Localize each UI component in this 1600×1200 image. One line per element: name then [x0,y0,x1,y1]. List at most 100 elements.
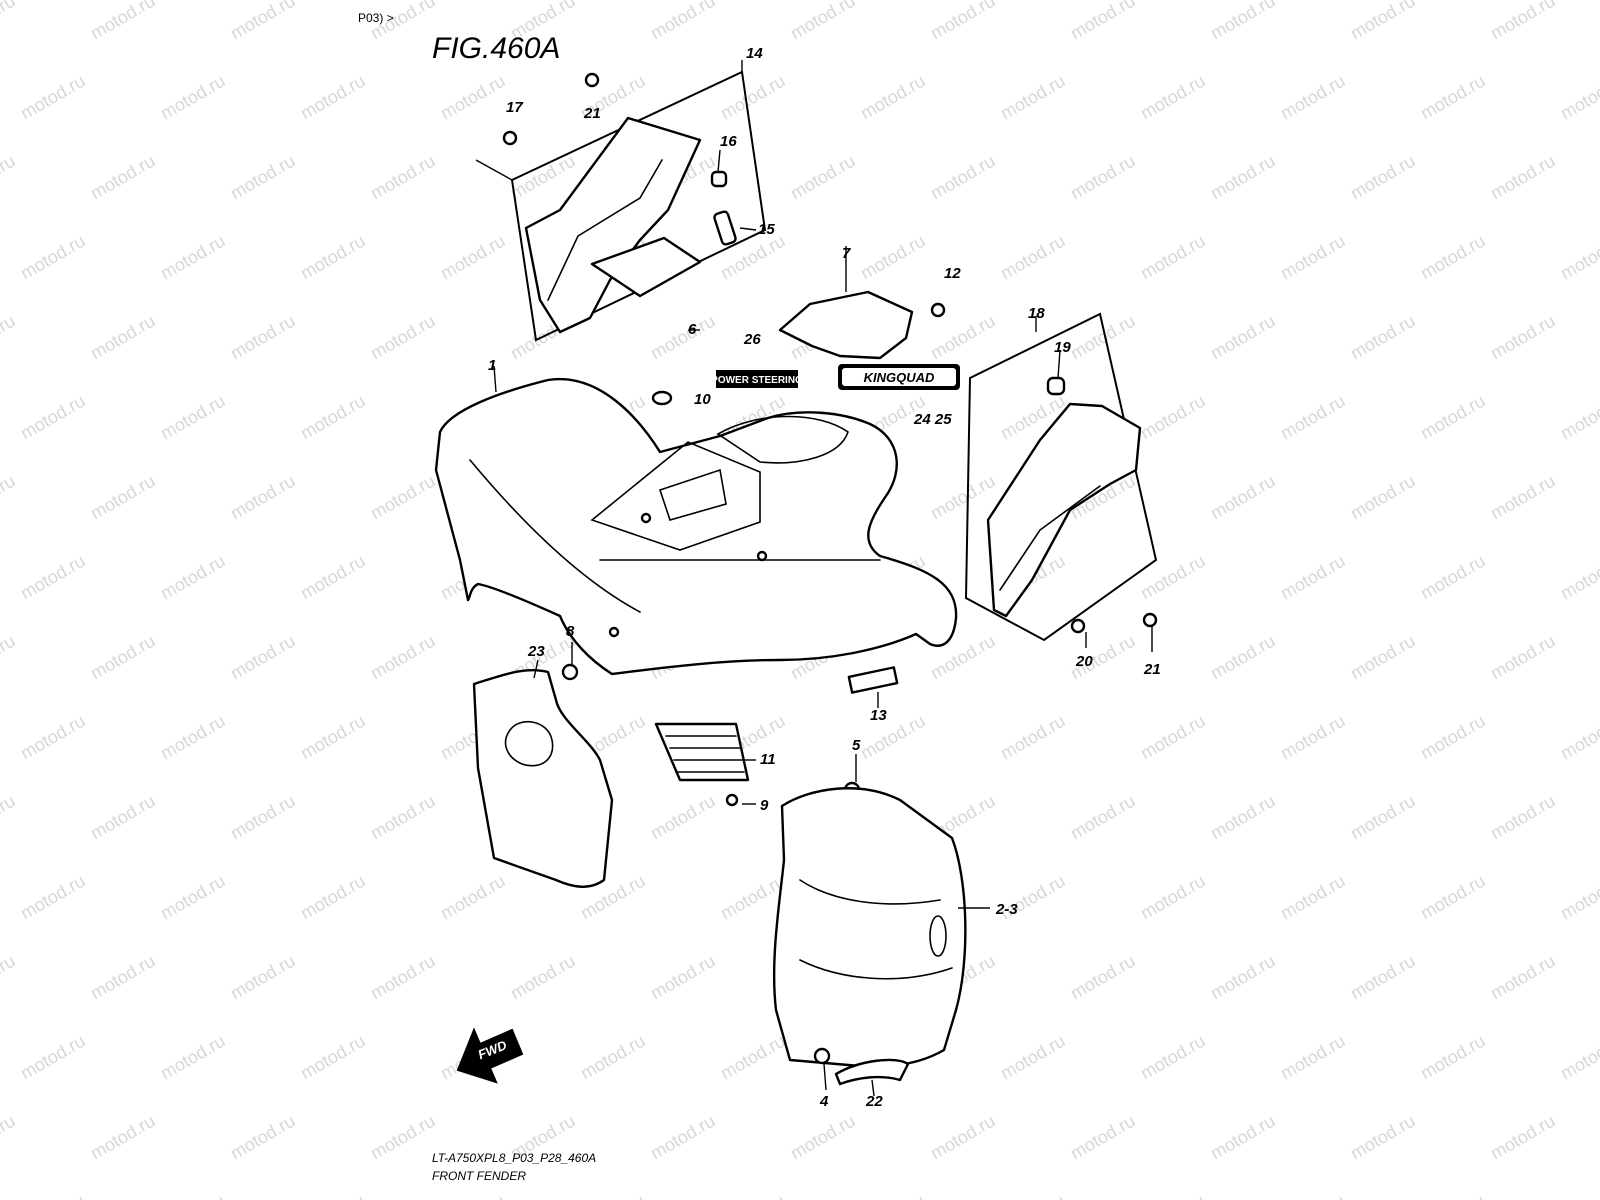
group-box-14 [510,70,767,342]
watermark-text: motod.ru [1557,231,1600,284]
screw-21-top [584,72,600,88]
watermark-text: motod.ru [787,1111,859,1164]
watermark-text: motod.ru [1557,871,1600,924]
watermark-text: motod.ru [1137,71,1209,124]
watermark-text: motod.ru [1487,631,1559,684]
watermark-text: motod.ru [647,0,719,43]
watermark-text: motod.ru [1137,231,1209,284]
watermark-text: motod.ru [997,231,1069,284]
callout-24-25: 24 25 [913,411,952,428]
watermark-text: motod.ru [17,711,89,764]
watermark-text: motod.ru [1207,1111,1279,1164]
watermark-text: motod.ru [1557,71,1600,124]
watermark-text: motod.ru [927,151,999,204]
cushion-10 [651,390,673,406]
decal-kingquad-text: KINGQUAD [864,370,935,385]
watermark-text: motod.ru [1137,551,1209,604]
watermark-text: motod.ru [1347,631,1419,684]
watermark-text: motod.ru [997,71,1069,124]
watermark-text: motod.ru [87,631,159,684]
callout-labels: 1 2-3 4 5 6 7 8 9 10 11 12 13 14 15 16 1… [488,45,1161,1110]
watermark-text: motod.ru [1557,1191,1600,1200]
callout-8: 8 [566,623,575,640]
watermark-text: motod.ru [1557,1031,1600,1084]
watermark-text: motod.ru [1417,1031,1489,1084]
front-fender-1 [434,365,958,676]
callout-21-top: 21 [583,105,601,122]
decal-power-steering-text: POWER STEERING [711,375,803,386]
screw-21-right [1142,612,1158,628]
callout-15: 15 [758,221,775,238]
cushion-15 [713,210,737,246]
leader-22 [871,1079,875,1097]
inner-panel-left [524,116,702,334]
callout-5: 5 [852,737,861,754]
watermark-text: motod.ru [647,311,719,364]
watermark-text: motod.ru [1277,1191,1349,1200]
watermark-text: motod.ru [87,1111,159,1164]
watermark-text: motod.ru [1417,871,1489,924]
leader-16 [717,149,721,173]
watermark-text: motod.ru [17,71,89,124]
watermark-text: motod.ru [367,791,439,844]
leader-4 [823,1063,827,1091]
watermark-text: motod.ru [927,1111,999,1164]
watermark-text: motod.ru [17,551,89,604]
watermark-text: motod.ru [157,1031,229,1084]
watermark-text: motod.ru [1557,711,1600,764]
inner-panel-left-detail [547,159,663,301]
watermark-text: motod.ru [437,1191,509,1200]
watermark-text: motod.ru [1277,391,1349,444]
watermark-text: motod.ru [0,151,19,204]
watermark-text: motod.ru [1347,151,1419,204]
decal-power-steering: POWER STEERING [711,370,803,388]
fender-side-contour [469,459,641,613]
watermark-text: motod.ru [577,1031,649,1084]
watermark-text: motod.ru [507,951,579,1004]
callout-13: 13 [870,707,887,724]
watermark-text: motod.ru [87,791,159,844]
watermark-text: motod.ru [367,631,439,684]
watermark-text: motod.ru [857,71,929,124]
bolt-4 [813,1047,831,1065]
watermark-text: motod.ru [17,231,89,284]
watermark-text: motod.ru [577,1191,649,1200]
watermark-text: motod.ru [17,391,89,444]
watermark-text: motod.ru [1417,391,1489,444]
fender-center-opening [658,468,727,521]
callout-4: 4 [819,1093,829,1110]
watermark-text: motod.ru [1487,0,1559,43]
watermark-text: motod.ru [87,471,159,524]
watermark-text: motod.ru [227,951,299,1004]
watermark-text: motod.ru [1137,1191,1209,1200]
watermark-text: motod.ru [1207,951,1279,1004]
watermark-text: motod.ru [297,711,369,764]
watermark-text: motod.ru [87,151,159,204]
watermark-text: motod.ru [1487,951,1559,1004]
callout-1: 1 [488,357,496,374]
watermark-text: motod.ru [1487,311,1559,364]
watermark-text: motod.ru [227,0,299,43]
watermark-text: motod.ru [927,471,999,524]
callout-6: 6 [688,321,697,338]
inner-fender-2-3 [772,787,967,1068]
watermark-text: motod.ru [227,471,299,524]
watermark-text: motod.ru [87,0,159,43]
watermark-text: motod.ru [1557,391,1600,444]
fender-center-recess [590,441,761,551]
watermark-text: motod.ru [1347,1111,1419,1164]
watermark-text: motod.ru [437,871,509,924]
callout-20: 20 [1075,653,1093,670]
watermark-text: motod.ru [647,791,719,844]
watermark-text: motod.ru [297,231,369,284]
grommet-19 [1046,376,1066,396]
watermark-text: motod.ru [1347,791,1419,844]
watermark-text: motod.ru [857,231,929,284]
watermark-text: motod.ru [17,1031,89,1084]
watermark-text: motod.ru [297,1031,369,1084]
watermark-text: motod.ru [1417,71,1489,124]
bolt-8 [561,663,579,681]
watermark-text: motod.ru [0,1111,19,1164]
watermark-text: motod.ru [367,311,439,364]
